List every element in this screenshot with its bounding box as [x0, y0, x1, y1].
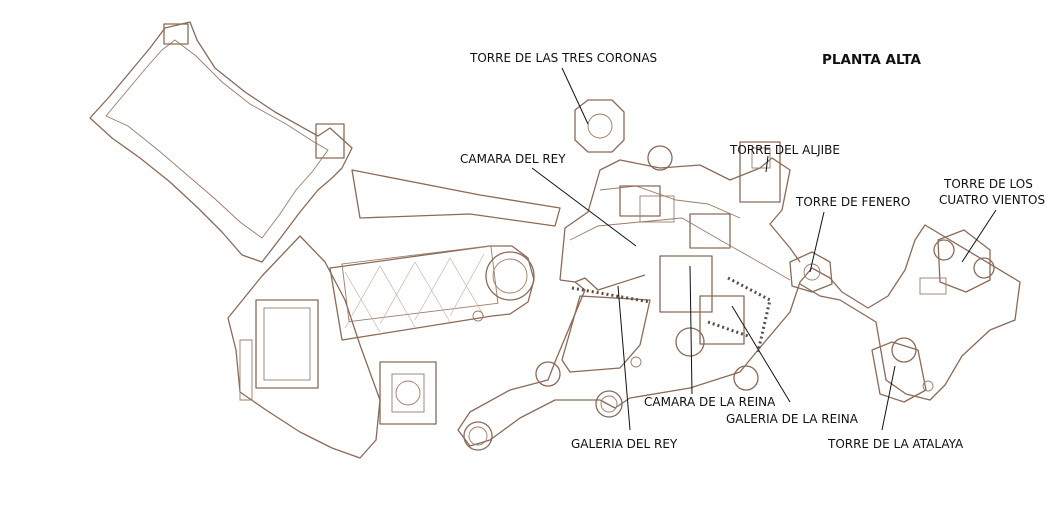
towers: [463, 99, 995, 451]
plan-title: PLANTA ALTA: [822, 52, 922, 68]
southwest-block: [227, 235, 381, 459]
label-torre-de-fenero: TORRE DE FENERO: [795, 195, 910, 209]
label-torre-del-aljibe: TORRE DEL ALJIBE: [729, 143, 840, 157]
leader-lines: [531, 67, 997, 431]
label-torre-cuatro-vientos-line2: CUATRO VIENTOS: [939, 193, 1045, 207]
label-torre-tres-coronas: TORRE DE LAS TRES CORONAS: [469, 51, 657, 65]
label-camara-del-rey: CAMARA DEL REY: [460, 152, 566, 166]
castle-curtain: [457, 157, 1021, 447]
label-galeria-del-rey: GALERIA DEL REY: [571, 437, 678, 451]
label-camara-de-la-reina: CAMARA DE LA REINA: [644, 395, 776, 409]
label-torre-cuatro-vientos-line1: TORRE DE LOS: [943, 177, 1033, 191]
labels: PLANTA ALTA TORRE DE LAS TRES CORONAS CA…: [460, 51, 1045, 451]
west-wing: [89, 21, 353, 263]
chapel: [329, 169, 561, 425]
label-galeria-de-la-reina: GALERIA DE LA REINA: [726, 412, 859, 426]
label-torre-de-la-atalaya: TORRE DE LA ATALAYA: [827, 437, 964, 451]
